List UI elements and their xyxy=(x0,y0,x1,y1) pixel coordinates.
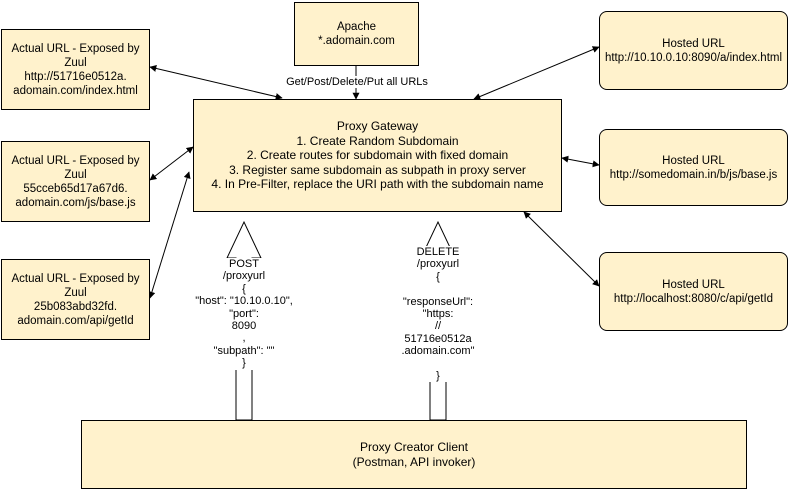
gateway-step: 1. Create Random Subdomain xyxy=(296,133,459,148)
edge-gateway-hosted3 xyxy=(523,211,600,287)
gateway-step: 4. In Pre-Filter, replace the URI path w… xyxy=(211,177,544,192)
actual-url-box-2: Actual URL - Exposed by Zuul 55cceb65d17… xyxy=(1,141,150,222)
edge-label-apache: Get/Post/Delete/Put all URLs xyxy=(282,76,432,89)
proxy-gateway-box: Proxy Gateway 1. Create Random Subdomain… xyxy=(193,99,562,212)
hosted-url-box-1: Hosted URL http://10.10.0.10:8090/a/inde… xyxy=(599,11,788,90)
actual-url-box-1: Actual URL - Exposed by Zuul http://5171… xyxy=(1,29,150,110)
edge-actual2-gateway xyxy=(149,146,194,181)
hosted-url-box-2: Hosted URL http://somedomain.in/b/js/bas… xyxy=(599,129,788,206)
apache-line: *.adomain.com xyxy=(318,35,395,47)
apache-box: Apache *.adomain.com xyxy=(294,2,419,66)
gateway-step: 3. Register same subdomain as subpath in… xyxy=(229,162,526,177)
edge-actual1-gateway xyxy=(149,65,283,100)
edge-gateway-hosted1 xyxy=(473,46,600,100)
delete-request-label: DELETE /proxyurl { "responseUrl": "https… xyxy=(388,246,488,383)
proxy-creator-client-box: Proxy Creator Client (Postman, API invok… xyxy=(81,420,747,489)
gateway-title: Proxy Gateway xyxy=(336,119,419,134)
edge-actual3-gateway xyxy=(148,171,191,299)
post-request-label: POST /proxyurl { "host": "10.10.0.10", "… xyxy=(180,258,308,370)
hosted-url-box-3: Hosted URL http://localhost:8080/c/api/g… xyxy=(599,252,788,331)
actual-url-box-3: Actual URL - Exposed by Zuul 25b083abd32… xyxy=(1,259,150,340)
gateway-step: 2. Create routes for subdomain with fixe… xyxy=(246,148,509,163)
edge-gateway-hosted2 xyxy=(561,155,600,168)
apache-line: Apache xyxy=(336,21,376,33)
